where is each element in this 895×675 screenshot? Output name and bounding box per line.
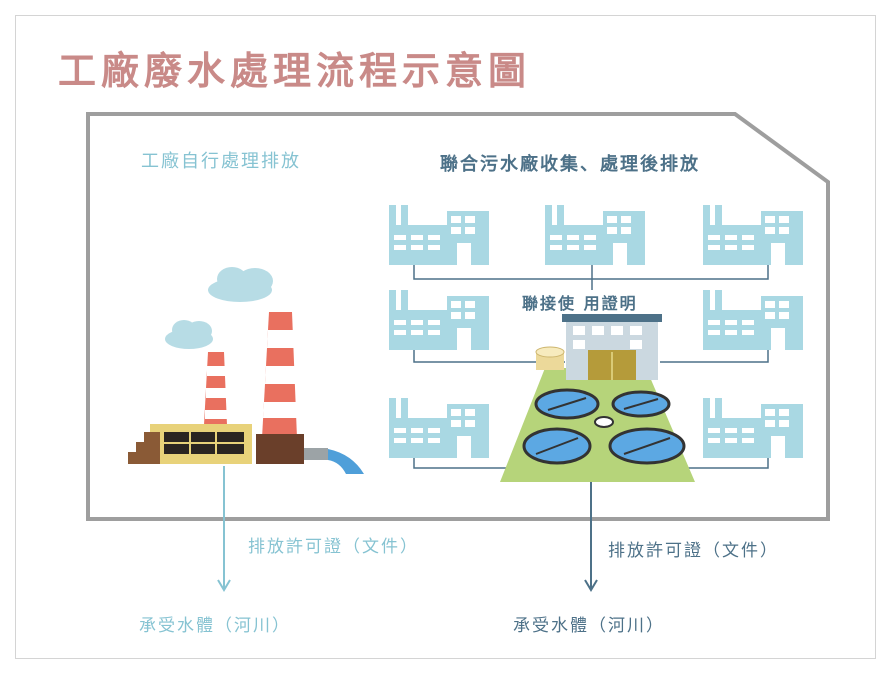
- diagram-frame: [86, 112, 830, 521]
- storage-tank-icon: [535, 346, 565, 370]
- factory-icon: [703, 398, 803, 458]
- left-permit-label: 排放許可證（文件）: [248, 537, 419, 557]
- sewer-pipes: [413, 265, 769, 469]
- factory-icon: [389, 398, 489, 458]
- plant-building-icon: [562, 314, 662, 380]
- joint-treatment-label: 聯合污水廠收集、處理後排放: [440, 154, 700, 175]
- smoke-cloud-icon: [165, 267, 273, 349]
- factory-icon: [703, 290, 803, 350]
- own-treatment-label: 工廠自行處理排放: [141, 151, 301, 172]
- discharge-water: [328, 449, 364, 474]
- factory-icon: [389, 290, 489, 350]
- left-receiving-water-label: 承受水體（河川）: [139, 616, 291, 636]
- factory-icon: [389, 205, 489, 265]
- factory-icon: [703, 205, 803, 265]
- right-receiving-water-label: 承受水體（河川）: [513, 616, 665, 636]
- page-title: 工廠廢水處理流程示意圖: [58, 49, 532, 93]
- left-discharge-arrow: [217, 466, 231, 592]
- right-discharge-arrow: [584, 482, 598, 592]
- connection-certificate-label: 聯接使 用證明: [520, 290, 640, 314]
- right-permit-label: 排放許可證（文件）: [608, 541, 779, 561]
- left-factory-illustration: [128, 267, 364, 474]
- clarifier-tanks: [522, 388, 686, 465]
- factory-icon: [545, 205, 645, 265]
- page-border: [15, 15, 876, 659]
